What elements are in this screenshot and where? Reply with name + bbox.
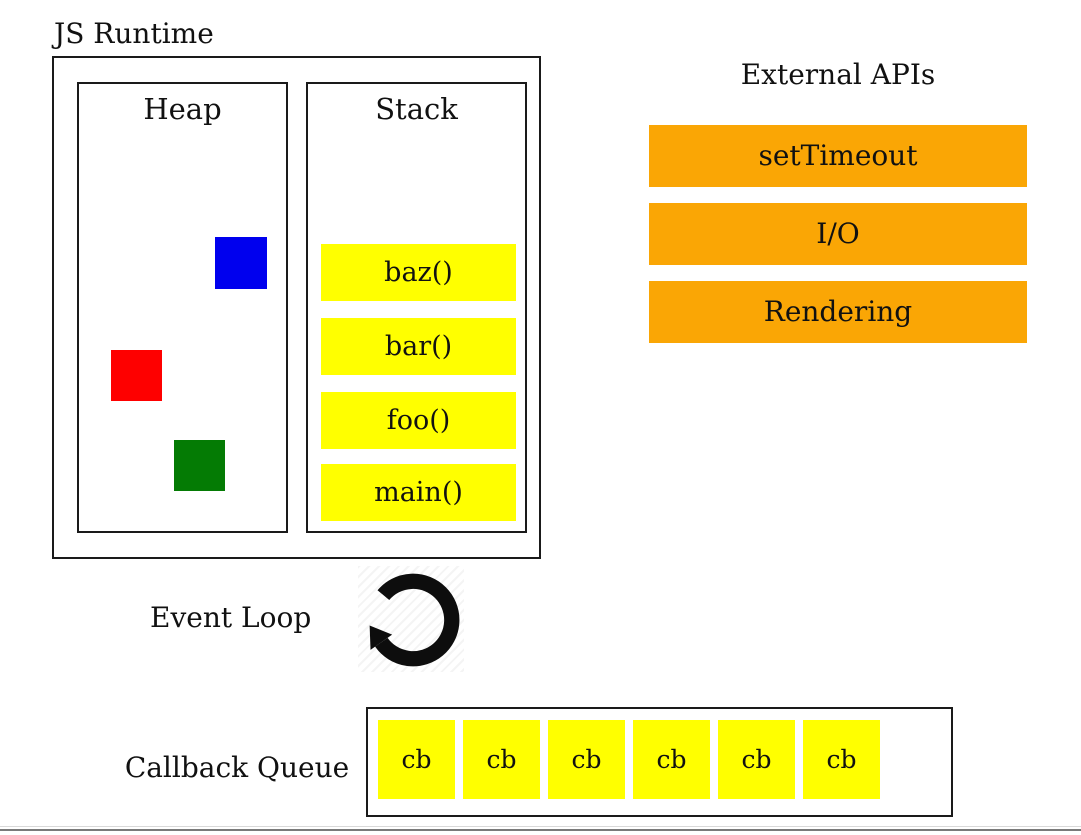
- api-box-rendering: Rendering: [649, 281, 1027, 343]
- callback-item: cb: [718, 720, 795, 799]
- external-apis-title: External APIs: [740, 58, 936, 91]
- api-box-io: I/O: [649, 203, 1027, 265]
- stack-frame-bar: bar(): [321, 318, 516, 375]
- callback-queue-box: cb cb cb cb cb cb: [366, 707, 953, 817]
- callback-queue-title: Callback Queue: [124, 751, 350, 784]
- heap-object-green: [174, 440, 225, 491]
- heap-container: Heap: [77, 82, 288, 533]
- api-box-settimeout: setTimeout: [649, 125, 1027, 187]
- stack-container: Stack baz() bar() foo() main(): [306, 82, 527, 533]
- callback-item: cb: [803, 720, 880, 799]
- stack-frame-main: main(): [321, 464, 516, 521]
- callback-item: cb: [548, 720, 625, 799]
- heap-object-blue: [215, 237, 267, 289]
- heap-title: Heap: [143, 92, 222, 126]
- loop-arrow-icon: [358, 566, 464, 672]
- stack-title: Stack: [375, 92, 458, 126]
- js-runtime-title: JS Runtime: [54, 17, 214, 50]
- heap-object-red: [111, 350, 162, 401]
- window-divider: [0, 829, 1081, 831]
- callback-item: cb: [633, 720, 710, 799]
- stack-frame-baz: baz(): [321, 244, 516, 301]
- callback-item: cb: [378, 720, 455, 799]
- stack-frame-foo: foo(): [321, 392, 516, 449]
- event-loop-title: Event Loop: [150, 601, 312, 634]
- window-divider-light: [0, 826, 1081, 827]
- callback-item: cb: [463, 720, 540, 799]
